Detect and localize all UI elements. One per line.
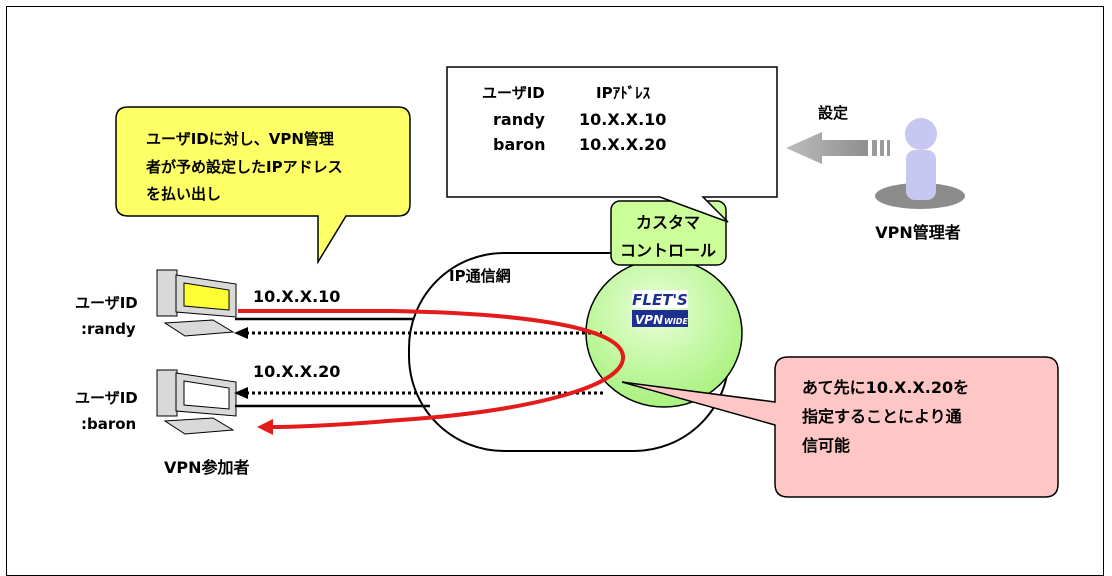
client-baron-name: :baron [81,415,136,433]
participants-label: VPN参加者 [164,458,250,477]
customer-control-box [610,200,727,266]
monitor-screen [183,282,230,311]
table-header-user: ユーザID [482,84,545,102]
keyboard [163,319,235,337]
person-icon [875,118,965,209]
client-baron-ip: 10.X.X.20 [253,362,340,381]
client-baron-computer [156,369,237,435]
route-arrowhead [257,419,273,435]
randy-link-arrowhead [234,327,248,339]
flets-vpn-wide-logo: FLET'S VPN WIDE [632,290,688,327]
flets-logo-wide: WIDE [664,317,688,326]
yellow-callout [115,106,411,265]
route-path [238,309,626,429]
flets-logo-bottom-box [632,310,688,327]
table-row-2-user: baron [493,135,546,154]
monitor-icon [175,372,237,417]
arrow-left-icon [786,132,890,164]
setting-arrow-bar-2 [880,140,884,156]
setting-arrow-bar-1 [872,140,877,156]
yellow-callout-line-3: を払い出し [146,185,221,203]
admin-label: VPN管理者 [875,223,961,242]
client-randy-name: :randy [81,320,136,338]
table-callout-box [446,66,778,223]
ip-network-label: IP通信網 [449,267,511,285]
flets-logo-top: FLET'S [632,291,688,309]
customer-control-line-1: カスタマ [636,213,700,232]
yellow-callout-line-1: ユーザIDに対し、VPN管理 [146,130,334,148]
pink-callout-line-2: 指定することにより通 [802,407,962,426]
vpn-diagram: IP通信網 FLET'S VPN WIDE カスタマ コントロール ユーザID … [75,66,1059,498]
client-randy-computer [156,269,237,337]
admin-head [905,118,937,150]
setting-arrow-shape [786,132,868,164]
table-header-ip: IPｱﾄﾞﾚｽ [596,84,651,102]
flets-sphere [585,258,743,408]
pink-callout-line-1: あて先に10.X.X.20を [802,378,969,397]
setting-arrow-bar-3 [887,140,890,156]
baron-link-arrowhead [234,387,248,399]
monitor-icon [175,274,237,318]
admin-body [906,150,936,200]
yellow-callout-line-2: 者が予め設定したIPアドレス [146,158,343,176]
table-row-2-ip: 10.X.X.20 [579,135,666,154]
monitor-screen [183,380,230,410]
computer-tower-icon [156,369,178,417]
computer-tower-icon [156,269,178,317]
pink-callout-line-3: 信可能 [802,436,850,455]
keyboard [163,417,235,435]
flets-logo-vpn: VPN [635,313,663,327]
pink-callout [621,356,1059,498]
table-row-1-user: randy [493,110,546,129]
client-baron-id-label: ユーザID [75,389,138,407]
setting-label: 設定 [818,104,848,122]
client-randy-ip: 10.X.X.10 [253,287,340,306]
flets-logo-top-box [632,290,688,308]
client-randy-id-label: ユーザID [75,294,138,312]
customer-control-line-2: コントロール [620,241,716,260]
table-row-1-ip: 10.X.X.10 [579,110,666,129]
